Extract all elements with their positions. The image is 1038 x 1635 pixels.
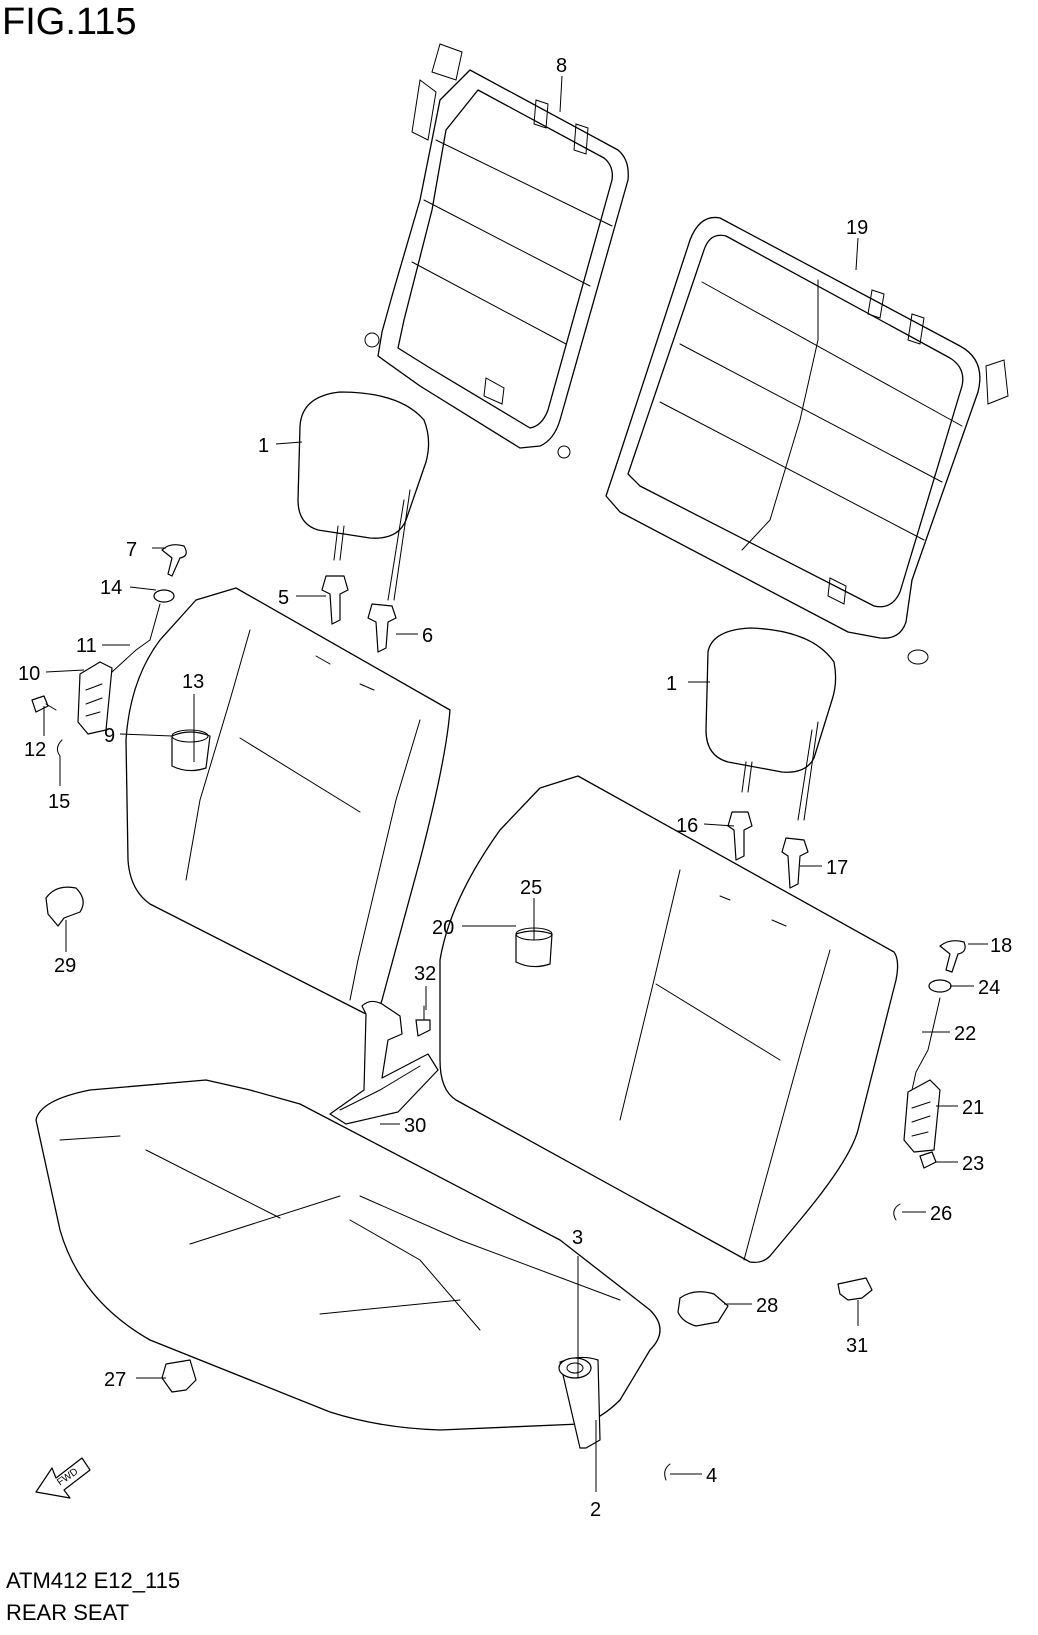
bezel-24 bbox=[928, 979, 952, 993]
callout-20: 20 bbox=[432, 917, 454, 939]
rod-11 bbox=[111, 603, 161, 673]
headrest-lower bbox=[705, 627, 837, 821]
callout-15: 15 bbox=[48, 791, 70, 813]
seat-bracket-30 bbox=[329, 1000, 439, 1125]
seat-back-cushion-left bbox=[125, 587, 451, 1015]
lock-striker-10 bbox=[77, 661, 113, 735]
callout-21: 21 bbox=[962, 1097, 984, 1119]
callout-2: 2 bbox=[590, 1499, 601, 1521]
leader-lines bbox=[43, 75, 988, 1492]
callout-1-lower: 1 bbox=[666, 673, 677, 695]
seat-back-frame-right bbox=[605, 216, 1009, 665]
bolt-23 bbox=[919, 1151, 937, 1169]
callout-27: 27 bbox=[104, 1369, 126, 1391]
callout-labels: 8 19 1 7 14 5 6 11 10 13 9 12 15 1 16 17… bbox=[18, 55, 1012, 1521]
bezel-14 bbox=[153, 589, 175, 603]
callout-17: 17 bbox=[826, 857, 848, 879]
callout-25: 25 bbox=[520, 877, 542, 899]
callout-7: 7 bbox=[126, 539, 137, 561]
callout-5: 5 bbox=[278, 587, 289, 609]
seat-back-frame-left bbox=[364, 43, 629, 459]
callout-19: 19 bbox=[846, 217, 868, 239]
hook-27 bbox=[161, 1359, 197, 1393]
figure-caption: REAR SEAT bbox=[6, 1600, 130, 1625]
figure-title: FIG.115 bbox=[2, 1, 137, 43]
callout-11: 11 bbox=[76, 635, 97, 657]
callout-18: 18 bbox=[990, 935, 1012, 957]
fwd-arrow-icon: FWD bbox=[35, 1457, 91, 1499]
headrest-guide-5 bbox=[321, 575, 349, 625]
seat-cushion bbox=[35, 1079, 661, 1449]
callout-32: 32 bbox=[414, 963, 436, 985]
headrest-guide-6 bbox=[367, 603, 397, 653]
knob-7 bbox=[161, 544, 187, 577]
callout-13: 13 bbox=[182, 671, 204, 693]
callout-31: 31 bbox=[846, 1335, 868, 1357]
seat-back-cushion-right bbox=[439, 775, 899, 1264]
headrest-upper bbox=[297, 391, 430, 601]
bolt-32 bbox=[415, 1005, 431, 1037]
callout-10: 10 bbox=[18, 663, 40, 685]
clip-26 bbox=[893, 1203, 901, 1221]
callout-29: 29 bbox=[54, 955, 76, 977]
headrest-guide-16 bbox=[727, 811, 753, 861]
callout-30: 30 bbox=[404, 1115, 426, 1137]
cover-28 bbox=[677, 1291, 729, 1327]
callout-6: 6 bbox=[422, 625, 433, 647]
cap-29 bbox=[45, 886, 84, 927]
rod-22 bbox=[911, 997, 941, 1091]
callout-26: 26 bbox=[930, 1203, 952, 1225]
callout-22: 22 bbox=[954, 1023, 976, 1045]
cover-31 bbox=[837, 1277, 873, 1301]
callout-14: 14 bbox=[100, 577, 122, 599]
clip-4 bbox=[664, 1463, 671, 1481]
callout-8: 8 bbox=[556, 55, 567, 77]
callout-16: 16 bbox=[676, 815, 698, 837]
callout-3: 3 bbox=[572, 1227, 583, 1249]
headrest-guide-17 bbox=[781, 837, 809, 889]
callout-1-upper: 1 bbox=[258, 435, 269, 457]
callout-28: 28 bbox=[756, 1295, 778, 1317]
callout-23: 23 bbox=[962, 1153, 984, 1175]
callout-12: 12 bbox=[24, 739, 46, 761]
lock-striker-21 bbox=[903, 1079, 941, 1153]
figure-code: ATM412 E12_115 bbox=[6, 1568, 181, 1593]
callout-4: 4 bbox=[706, 1465, 717, 1487]
clip-15 bbox=[56, 739, 63, 757]
knob-18 bbox=[939, 940, 966, 973]
callout-9: 9 bbox=[104, 725, 115, 747]
callout-24: 24 bbox=[978, 977, 1000, 999]
